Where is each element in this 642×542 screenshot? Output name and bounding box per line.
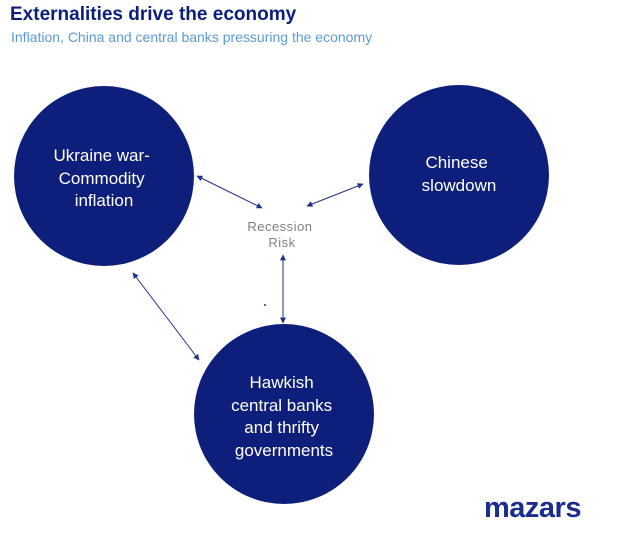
node-china-circle: [369, 85, 549, 265]
node-hawkish-line-1: Hawkish: [250, 373, 314, 392]
center-label-line-2: Risk: [268, 235, 295, 250]
arrow-china-recession: [306, 183, 364, 207]
diagram-title: Externalities drive the economy: [10, 4, 297, 25]
node-hawkish-label: Hawkish central banks and thrifty govern…: [231, 373, 337, 460]
node-china-label: Chinese slowdown: [422, 153, 497, 195]
node-china-line-1: Chinese: [425, 153, 487, 172]
node-china-line-2: slowdown: [422, 176, 497, 195]
node-ukraine-line-2: Commodity: [59, 169, 145, 188]
logo-text: mazars: [484, 492, 581, 524]
center-label-line-1: Recession: [247, 219, 312, 234]
node-ukraine-line-1: Ukraine war-: [53, 146, 149, 165]
arrow-ukraine-recession: [196, 175, 263, 209]
stray-dot: [264, 304, 266, 306]
node-hawkish-line-2: central banks: [231, 396, 332, 415]
node-hawkish-circle: [194, 324, 374, 504]
center-label: Recession Risk: [247, 219, 316, 250]
mazars-logo: mazars: [484, 492, 581, 525]
node-hawkish-line-4: governments: [235, 441, 333, 460]
node-ukraine-line-3: inflation: [75, 191, 134, 210]
node-ukraine-circle: [14, 86, 194, 266]
arrow-ukraine-hawkish: [132, 272, 200, 361]
node-hawkish-line-3: and thrifty: [244, 418, 319, 437]
diagram-subtitle: Inflation, China and central banks press…: [11, 29, 373, 45]
node-ukraine-label: Ukraine war- Commodity inflation: [53, 146, 154, 210]
